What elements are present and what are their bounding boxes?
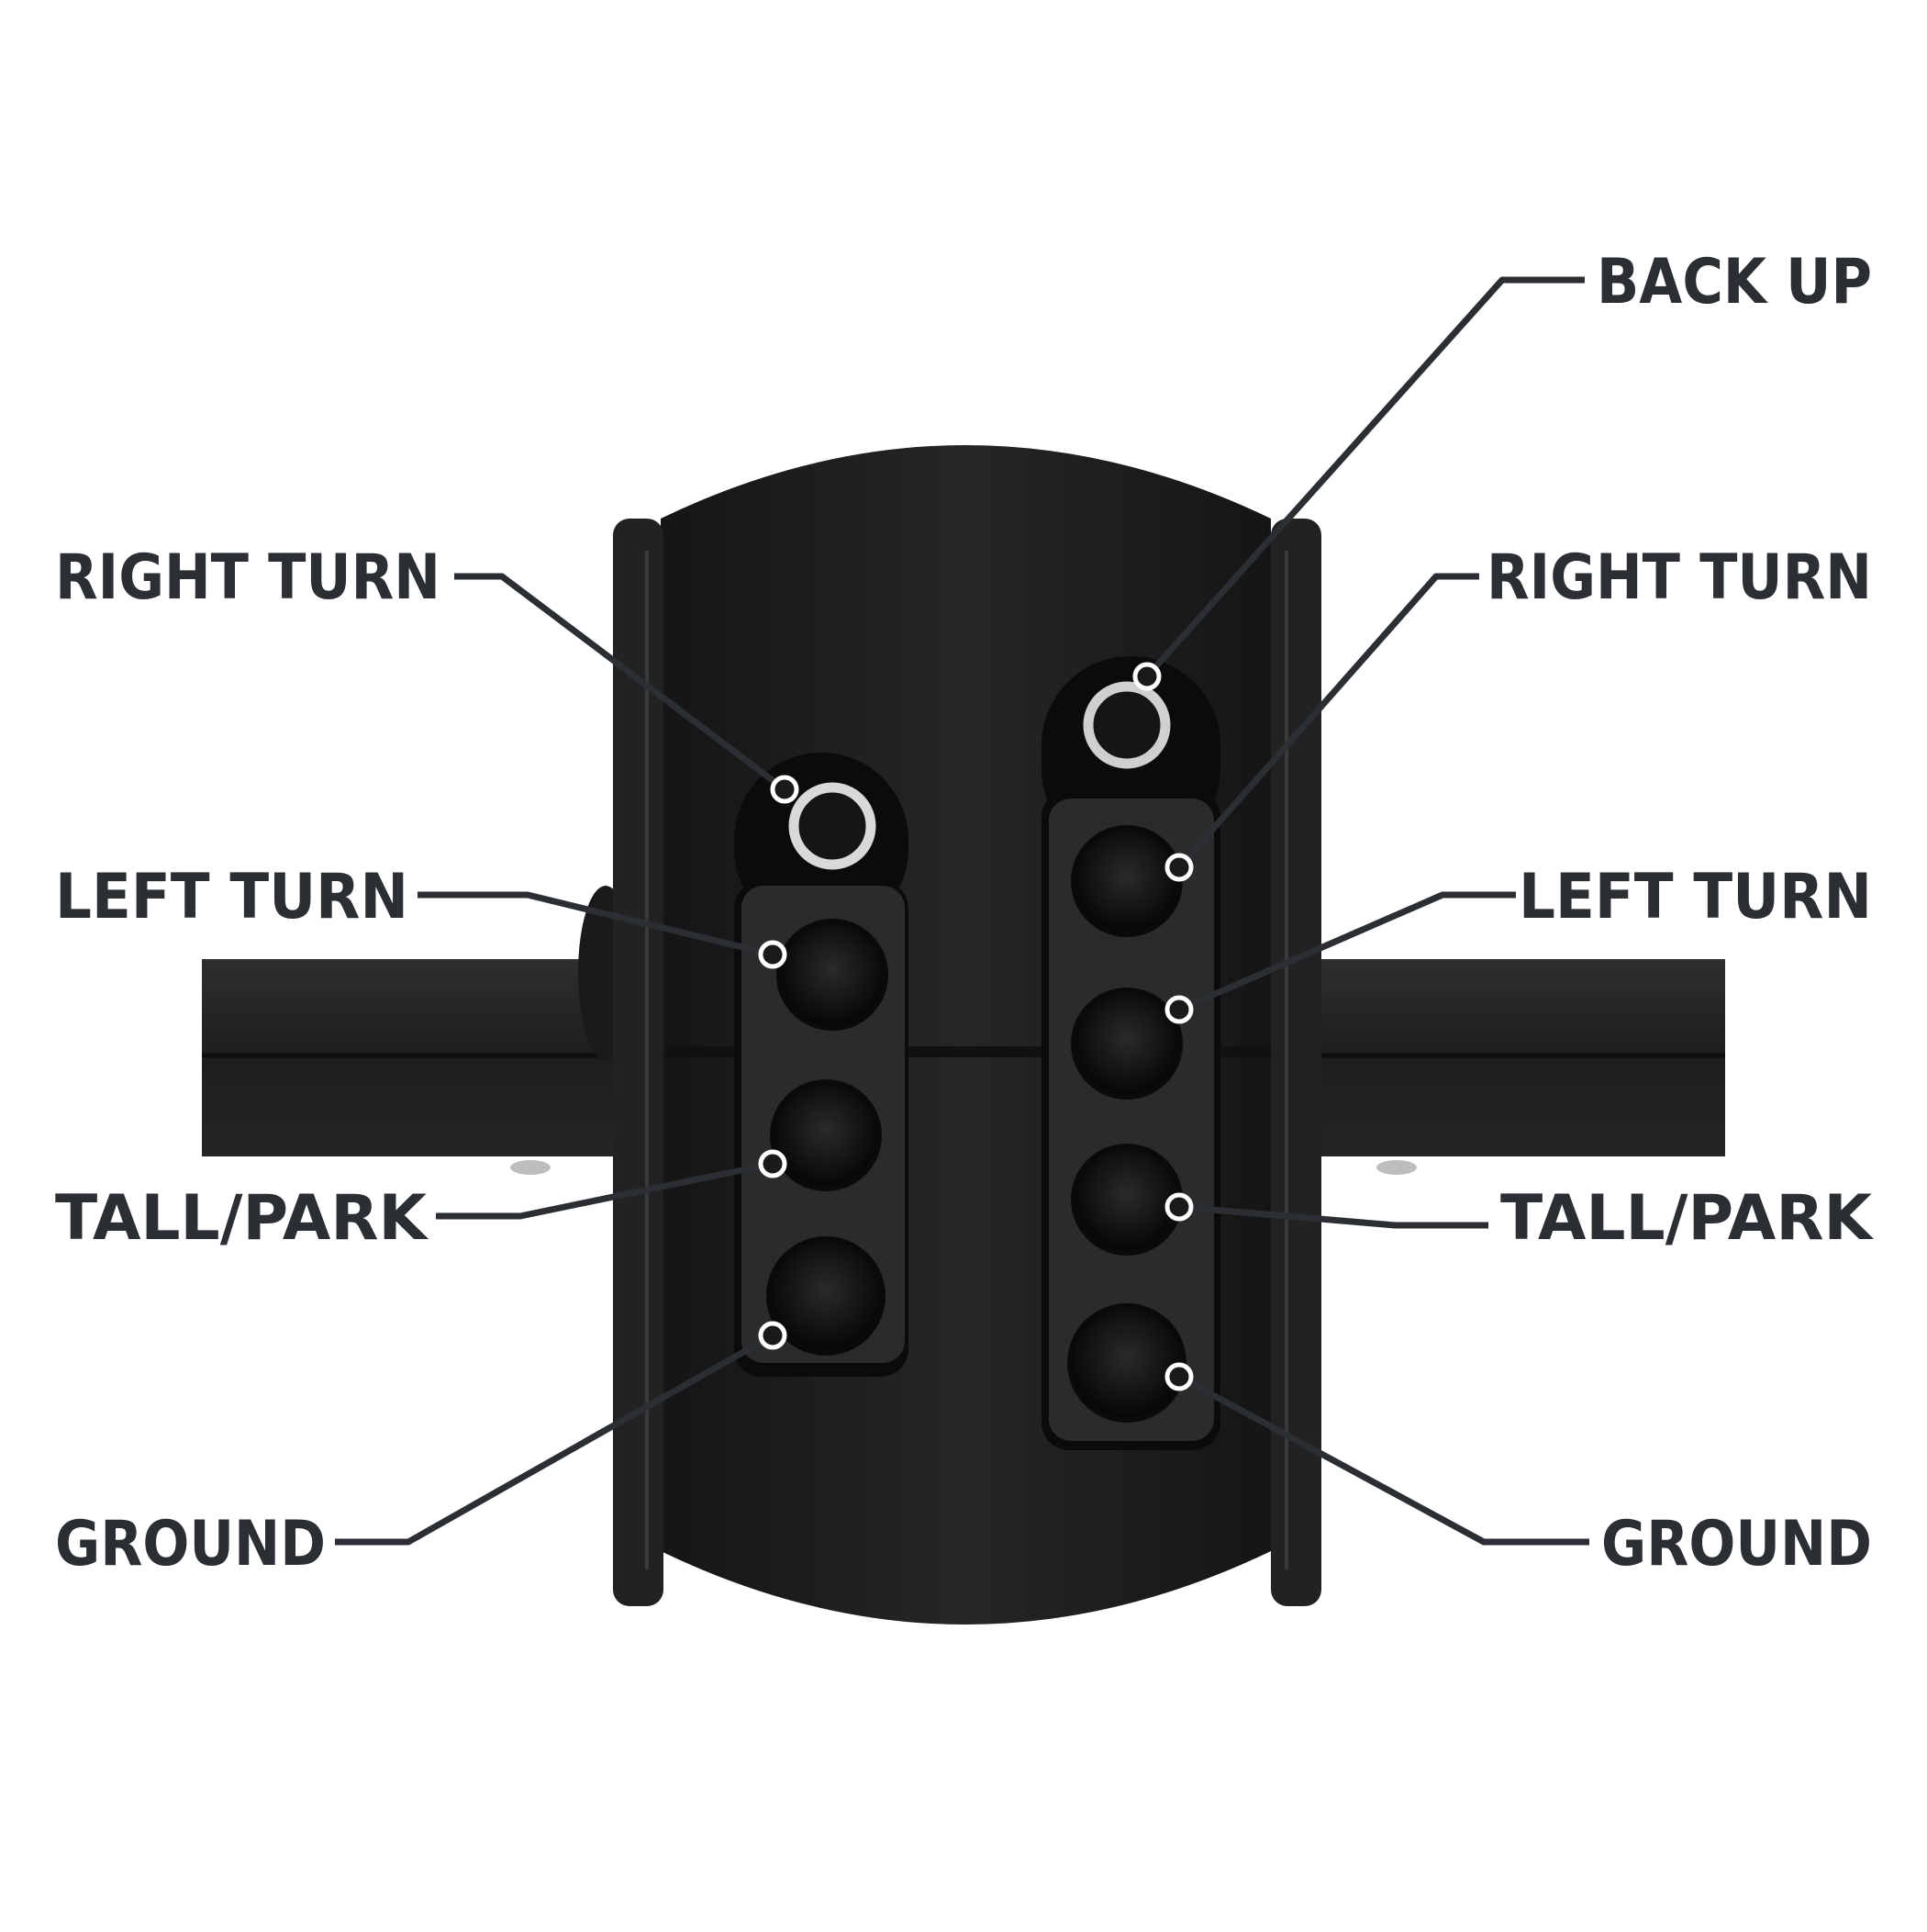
labels-left: RIGHT TURN LEFT TURN TALL/PARK GROUND	[55, 542, 440, 1580]
left-top-pin	[788, 782, 876, 870]
left-pin-2	[776, 919, 888, 1031]
right-pin-3	[1071, 988, 1183, 1100]
right-pin-column	[1041, 656, 1220, 1450]
label-left-ground: GROUND	[55, 1508, 326, 1580]
right-pin-2	[1071, 825, 1183, 937]
dot-right-back-up	[1132, 662, 1162, 691]
dot-right-tall-park	[1164, 1192, 1194, 1222]
leader-left-ground	[335, 1332, 774, 1546]
right-pin-4	[1071, 1144, 1183, 1256]
left-bolt	[510, 1160, 551, 1175]
label-right-back-up: BACK UP	[1597, 246, 1872, 318]
leader-right-tall-park	[1178, 1203, 1488, 1229]
left-flange	[613, 519, 663, 1606]
left-pin-column	[734, 753, 908, 1377]
dot-left-tall-park	[758, 1149, 787, 1178]
label-right-tall-park: TALL/PARK	[1500, 1182, 1874, 1255]
dot-left-left-turn	[758, 940, 787, 969]
label-right-right-turn: RIGHT TURN	[1487, 542, 1872, 614]
left-pin-4	[766, 1236, 886, 1356]
right-bolt	[1376, 1160, 1417, 1175]
leader-left-left-turn	[418, 891, 774, 958]
label-right-ground: GROUND	[1601, 1508, 1872, 1580]
dot-right-right-turn	[1164, 853, 1194, 882]
label-left-tall-park: TALL/PARK	[55, 1182, 429, 1255]
right-pin-block	[1049, 798, 1214, 1441]
label-right-left-turn: LEFT TURN	[1519, 861, 1872, 933]
right-pin-5	[1067, 1303, 1186, 1423]
leader-right-left-turn	[1177, 891, 1516, 1013]
dot-left-ground	[758, 1321, 787, 1350]
dot-right-left-turn	[1164, 995, 1194, 1024]
label-left-left-turn: LEFT TURN	[55, 861, 408, 933]
dot-left-right-turn	[770, 775, 799, 804]
right-flange	[1271, 519, 1321, 1606]
leader-left-right-turn	[454, 573, 787, 792]
right-top-pin	[1083, 681, 1171, 769]
left-pin-3	[770, 1079, 882, 1191]
leader-right-back-up	[1144, 276, 1585, 679]
leader-right-ground	[1177, 1373, 1589, 1546]
labels-right: BACK UP RIGHT TURN LEFT TURN TALL/PARK G…	[1487, 246, 1874, 1580]
leader-right-right-turn	[1176, 573, 1479, 870]
trailer-connector	[202, 445, 1725, 1625]
leader-left-tall-park	[436, 1160, 774, 1220]
dot-right-ground	[1164, 1362, 1194, 1391]
leader-lines	[335, 276, 1589, 1546]
label-left-right-turn: RIGHT TURN	[55, 542, 440, 614]
leader-dots	[758, 662, 1194, 1391]
